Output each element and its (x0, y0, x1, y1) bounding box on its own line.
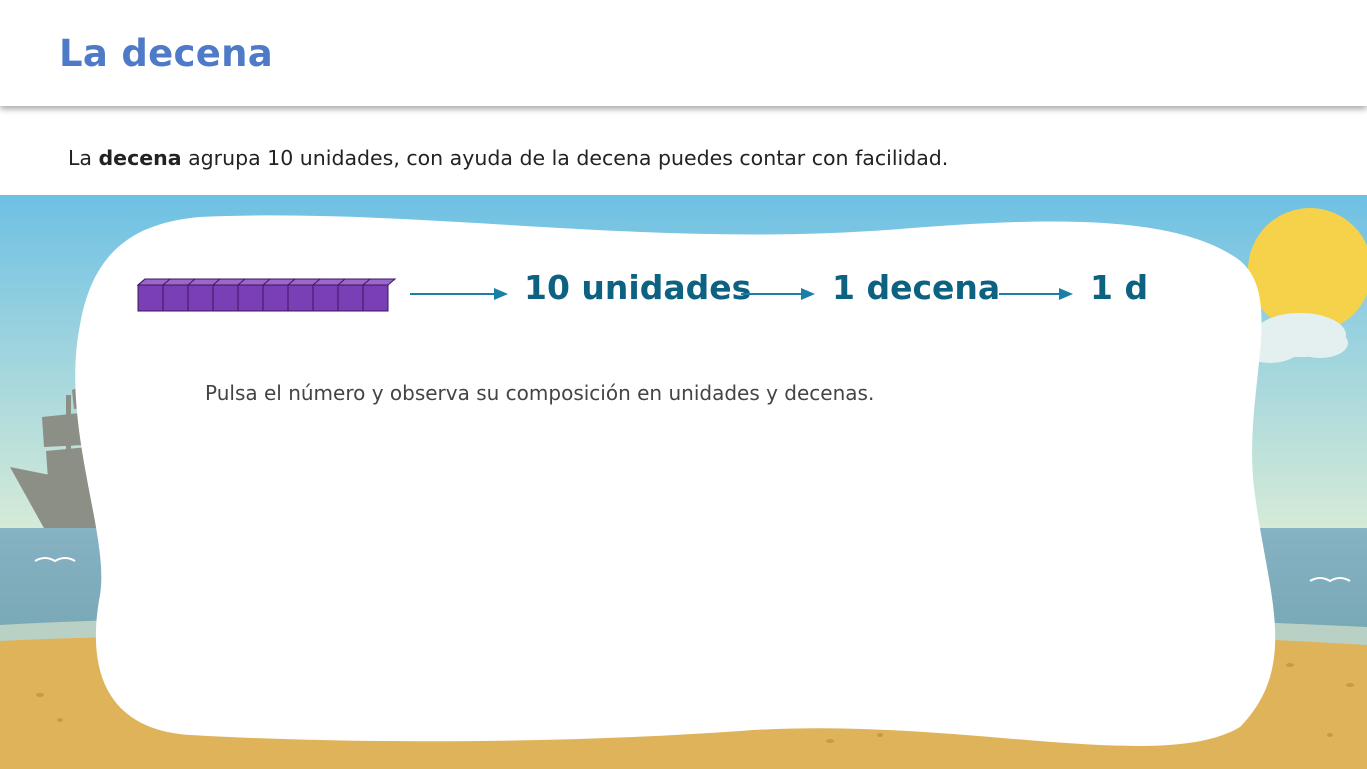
unit-cube (137, 284, 164, 312)
intro-suffix: agrupa 10 unidades, con ayuda de la dece… (181, 146, 949, 170)
instruction-text: Pulsa el número y observa su composición… (205, 381, 875, 405)
ship-icon (10, 385, 110, 530)
content-panel (75, 215, 1276, 747)
unit-cube (362, 284, 389, 312)
tens-rod-icon (136, 275, 400, 315)
arrow-right-icon (741, 287, 815, 301)
unit-cube (212, 284, 239, 312)
flow-step-unidades: 10 unidades (524, 268, 752, 307)
unit-cube (187, 284, 214, 312)
flow-step-decena: 1 decena (832, 268, 1001, 307)
cloud-icon (1238, 313, 1348, 363)
arrow-right-icon (999, 287, 1073, 301)
unit-cube (262, 284, 289, 312)
unit-cube (287, 284, 314, 312)
beach-background (0, 195, 1367, 769)
intro-bold-term: decena (98, 146, 182, 170)
beach-illustration (0, 195, 1367, 769)
unit-cube (162, 284, 189, 312)
flow-step-d: 1 d (1090, 268, 1149, 307)
unit-cube (312, 284, 339, 312)
sun-icon (1248, 208, 1367, 332)
arrow-right-icon (410, 287, 508, 301)
intro-text: La decena agrupa 10 unidades, con ayuda … (68, 146, 948, 170)
unit-cube (337, 284, 364, 312)
intro-prefix: La (68, 146, 99, 170)
header-bar: La decena (0, 0, 1367, 106)
page-title: La decena (59, 32, 274, 75)
unit-cube (237, 284, 264, 312)
